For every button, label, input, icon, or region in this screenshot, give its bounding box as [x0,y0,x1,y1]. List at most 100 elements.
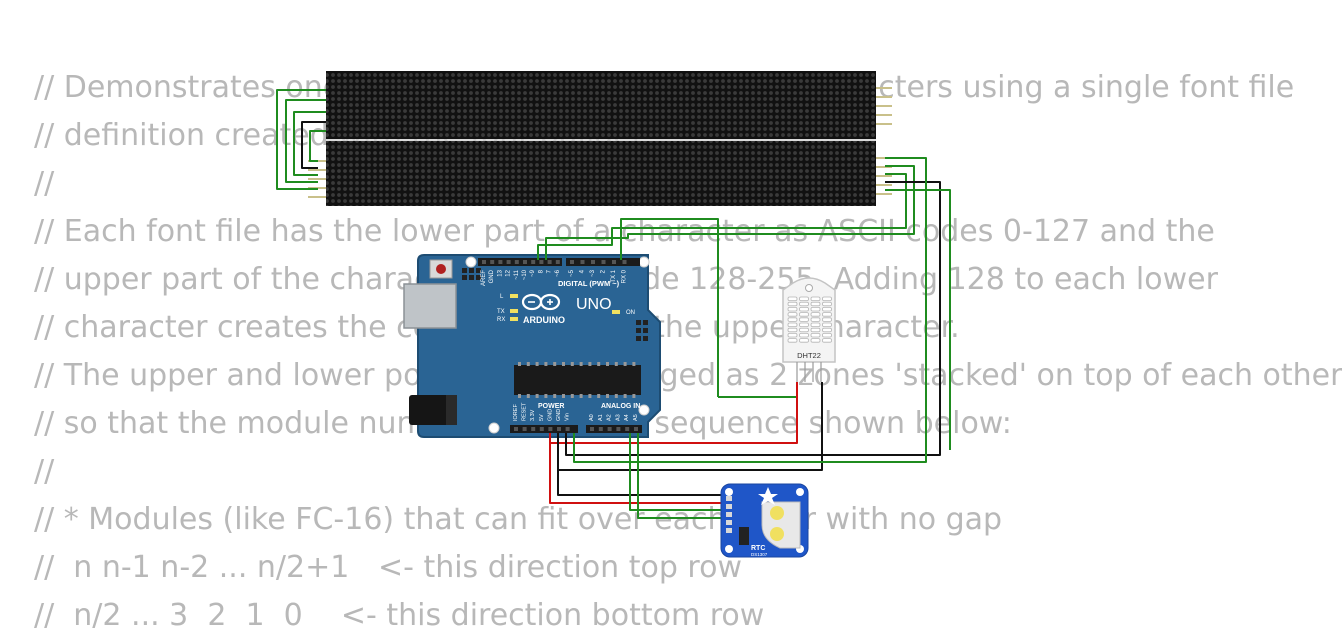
power-pin-label: GND [547,409,553,421]
dht-vent [822,322,832,327]
dht-vent [822,338,832,343]
header-pin [625,427,630,431]
header-pin [531,427,536,431]
top-pin-label: 7 [547,269,553,273]
analog-pin-label: A3 [615,414,621,421]
dht-vent [810,317,821,322]
chip-leg [526,394,530,398]
header-pin [531,260,536,264]
chip-leg [623,394,627,398]
header-pin [612,260,616,264]
rtc-ds1307-module: RTC DS1307 [720,483,809,558]
top-pin-label: ~6 [555,269,561,277]
top-pin-label: RX 0 [622,269,628,283]
led-matrix-display [308,71,892,206]
chip-leg [614,394,618,398]
chip-leg [553,362,557,366]
chip-leg [518,394,521,398]
header-pin [570,260,574,264]
analog-pin-label: A4 [624,414,630,421]
header-pin [514,260,519,264]
dht-vent [799,301,809,307]
chip-leg [597,394,601,398]
header-pin [522,427,527,431]
dht-vent [810,327,821,333]
chip-leg [535,394,539,398]
header-pin [482,260,486,264]
dht-vent [822,301,832,307]
header-pin [514,427,518,431]
top-pin-label: GND [489,269,495,283]
chip-leg [562,394,565,398]
l-led-label: L [500,294,504,300]
chip-leg [544,394,548,398]
rx-led-label: RX [497,317,505,323]
dht-vent [810,306,821,312]
chip-leg [553,394,557,398]
chip-leg [570,394,574,398]
dht-vent [810,332,821,338]
matrix-top-row [326,71,876,139]
dht-vent [822,306,832,312]
header-pin [547,260,552,264]
power-pin-label: Vin [565,413,571,421]
top-pin-label: AREF [481,270,487,286]
chip-leg [597,362,601,366]
power-pin-label: RESET [522,402,528,421]
code-comment-line: // n/2 ... 3 2 1 0 <- this direction bot… [34,598,765,633]
header-pin [607,427,612,431]
header-pin [498,260,503,264]
dht-vent [787,306,798,312]
header-pin [555,260,560,264]
code-comment-line: // upper part of the character in ASCII … [34,262,1218,297]
dht-vent [787,317,798,322]
dht-vent [787,312,798,317]
dht-vent [799,327,809,333]
code-comment-line: // [34,166,55,201]
dht-vent [810,301,821,307]
power-pin-label: IOREF [513,404,519,421]
header-pin [601,260,606,264]
dht-vent [787,332,798,338]
power-jack [409,395,457,425]
analog-pin-label: A0 [589,414,595,421]
header-pin [490,260,495,264]
chip-leg [606,362,609,366]
chip-leg [579,362,583,366]
power-header [510,425,578,433]
dht-vent [822,312,832,317]
dht-vent [822,296,832,301]
dht-vent [810,312,821,317]
uno-label: UNO [576,296,612,313]
dht-vent [799,296,809,301]
top-pin-label: ~10 [522,269,528,280]
dht-vent [822,332,832,338]
rtc-label: RTC [751,545,765,552]
header-pin [539,427,544,431]
header-pin [539,260,544,264]
dht-vent [799,312,809,317]
code-comment-line: // n n-1 n-2 ... n/2+1 <- this direction… [34,550,742,585]
on-led-label: ON [626,310,635,316]
dht-vent [787,301,798,307]
header-pin [598,427,603,431]
analog-pin-label: A1 [598,414,604,421]
header-pin [622,260,627,264]
chip-leg [570,362,574,366]
wires [276,89,951,519]
chip-leg [579,394,583,398]
header-pin [591,260,595,264]
dht-vent [810,322,821,327]
atmega-chip [514,365,641,395]
dht-vent [822,317,832,322]
chip-leg [632,394,636,398]
power-pin-label: 3.3V [530,409,536,421]
arduino-logo [521,293,561,311]
chip-leg [623,362,627,366]
header-pin [590,427,594,431]
header-pin [634,427,638,431]
usb-connector [403,283,457,329]
dht-vent [799,306,809,312]
